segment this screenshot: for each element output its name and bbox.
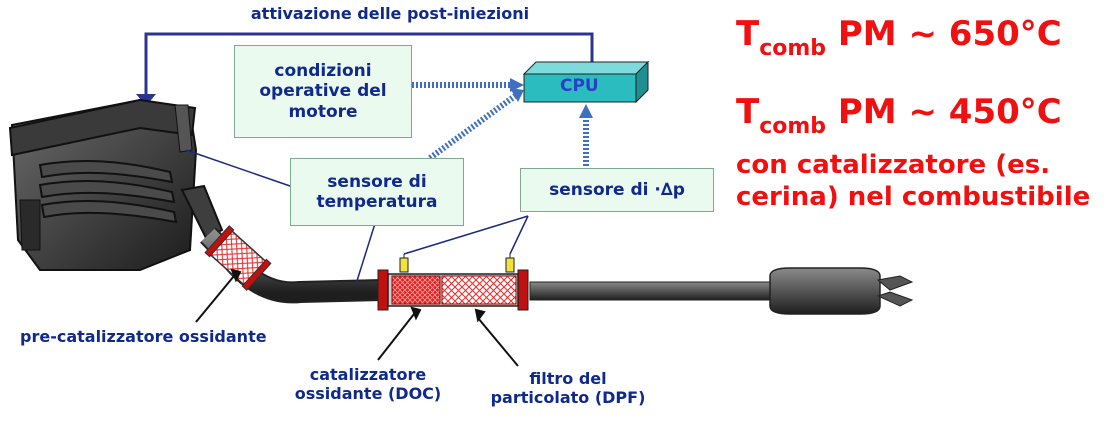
t1-sub: comb: [759, 36, 827, 61]
combustion-temp-2: Tcomb PM ~ 450°C: [736, 92, 1062, 139]
pre-catalyst: [204, 225, 272, 291]
engine-conditions-text: condizioni operative del motore: [259, 60, 387, 122]
engine-block: [8, 98, 224, 271]
pre-catalyst-label: pre-catalizzatore ossidante: [20, 327, 267, 346]
engine-conditions-box: condizioni operative del motore: [234, 45, 412, 138]
post-injection-label: attivazione delle post-iniezioni: [250, 4, 530, 23]
signal-arrows: [412, 78, 593, 166]
t2-rest: PM ~ 450°C: [826, 92, 1062, 132]
dp-sensor-box: sensore di ·∆p: [520, 168, 714, 212]
t1-main: T: [736, 14, 760, 54]
temperature-sensor-text: sensore di temperatura: [316, 171, 438, 212]
cpu-box: [522, 60, 650, 104]
catalyst-note: con catalizzatore (es. cerina) nel combu…: [736, 150, 1091, 212]
t2-main: T: [736, 92, 760, 132]
muffler: [769, 267, 914, 315]
t1-rest: PM ~ 650°C: [826, 14, 1062, 54]
temperature-sensor-box: sensore di temperatura: [290, 158, 464, 226]
t2-sub: comb: [759, 114, 827, 139]
pointer-arrows: [195, 268, 519, 367]
doc-label: catalizzatore ossidante (DOC): [294, 365, 442, 403]
cpu-label: CPU: [560, 76, 599, 96]
dpf-label: filtro del particolato (DPF): [490, 369, 646, 407]
dp-sensor-text: sensore di ·∆p: [549, 179, 685, 200]
doc-dpf-canister: [377, 254, 529, 311]
combustion-temp-1: Tcomb PM ~ 650°C: [736, 14, 1062, 61]
